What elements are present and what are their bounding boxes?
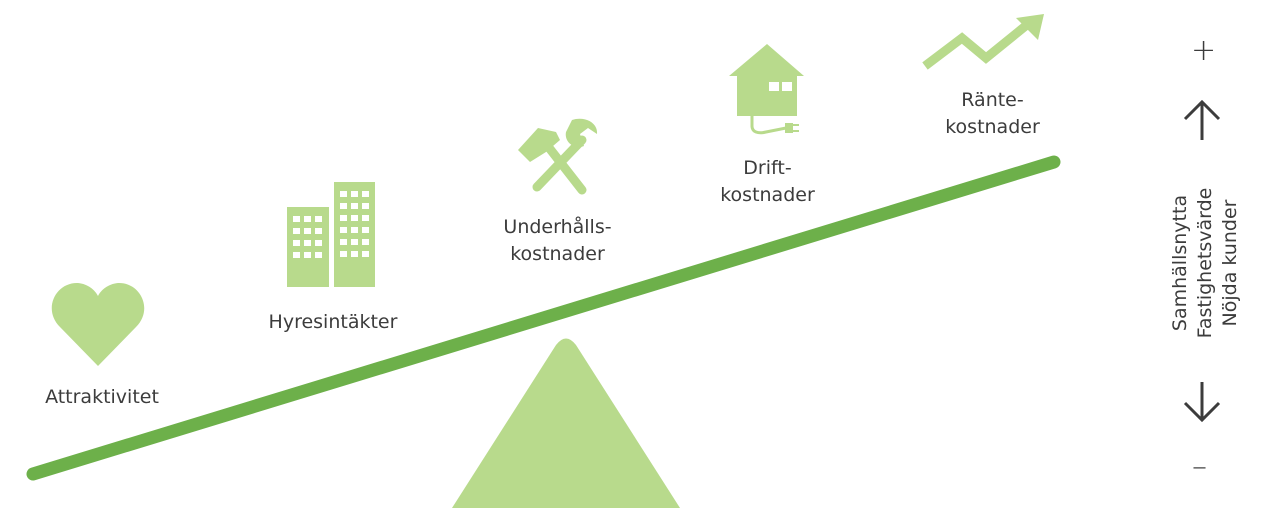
label-underhallskostnader: Underhålls- kostnader: [475, 214, 640, 268]
label-line: Drift-: [743, 157, 792, 179]
label-driftkostnader: Drift- kostnader: [695, 155, 840, 209]
vertical-label-samhallsnytta: Samhällsnytta: [1169, 194, 1191, 332]
arrow-down-icon: [1183, 382, 1221, 423]
vertical-label-nojda-kunder: Nöjda kunder: [1219, 199, 1241, 327]
trend-up-icon: [922, 14, 1044, 70]
arrow-up-icon: [1183, 99, 1221, 140]
label-line: kostnader: [945, 116, 1040, 138]
label-line: kostnader: [510, 243, 605, 265]
plus-sign: +: [1191, 33, 1217, 68]
house-plug-icon: [729, 44, 804, 135]
buildings-icon: [287, 182, 375, 287]
vertical-label-fastighetsvarde: Fastighetsvärde: [1194, 187, 1216, 339]
label-line: Underhålls-: [503, 216, 612, 238]
balance-beam: [26, 155, 1061, 481]
label-line: Ränte-: [961, 89, 1024, 111]
label-rantekostnader: Ränte- kostnader: [920, 87, 1065, 141]
heart-icon: [51, 282, 145, 366]
minus-sign: –: [1192, 449, 1207, 484]
label-attraktivitet: Attraktivitet: [45, 386, 159, 408]
label-line: kostnader: [720, 184, 815, 206]
label-hyresintakter: Hyresintäkter: [268, 311, 398, 333]
tools-icon: [518, 118, 598, 195]
fulcrum-triangle: [452, 338, 680, 508]
